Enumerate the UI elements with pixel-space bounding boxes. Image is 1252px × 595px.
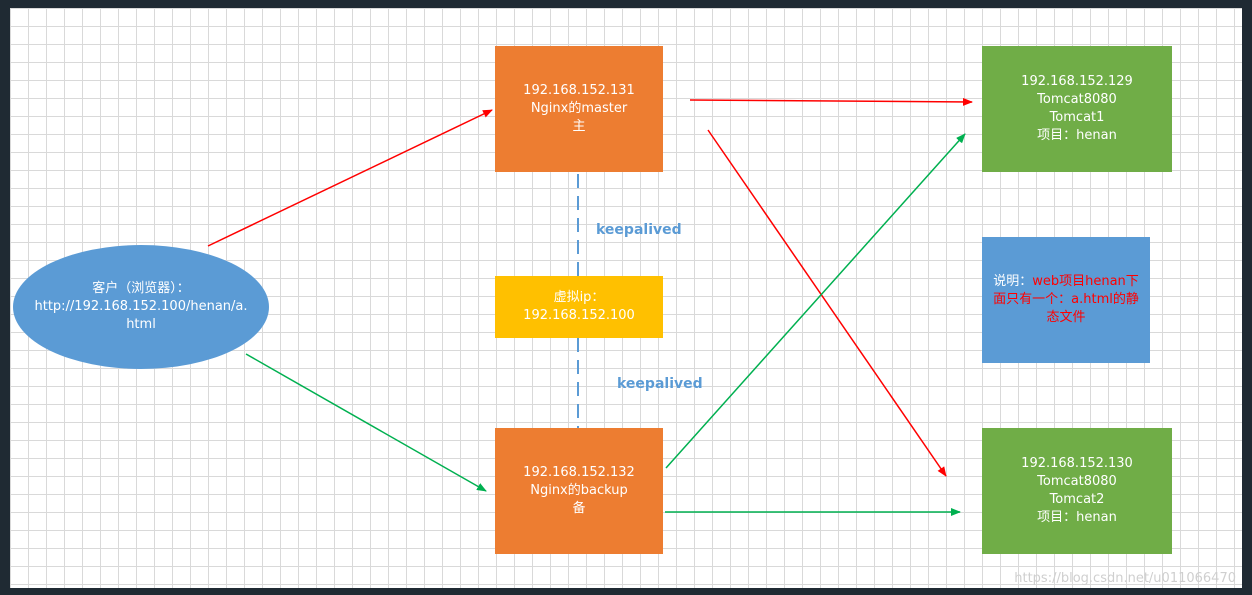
- note-highlight: web项目henan下面只有一个：a.html的静态文件: [993, 274, 1139, 325]
- master-role: Nginx的master: [530, 101, 628, 116]
- client-browser-node: 客户（浏览器）： http://192.168.152.100/henan/a.…: [13, 245, 269, 369]
- tomcat2-ip: 192.168.152.130: [1021, 456, 1133, 471]
- keepalived-label-top: keepalived: [596, 222, 682, 238]
- backup-tag: 备: [572, 501, 586, 516]
- master-ip: 192.168.152.131: [523, 83, 635, 98]
- client-url-cont: html: [126, 317, 156, 332]
- arrow-master-to-tomcat2: [707, 129, 947, 477]
- note-text: 说明：web项目henan下面只有一个：a.html的静态文件: [992, 273, 1140, 327]
- client-url: http://192.168.152.100/henan/a.: [34, 299, 248, 314]
- master-tag: 主: [572, 119, 586, 134]
- tomcat2-project: 项目：henan: [1037, 510, 1117, 525]
- vip-address: 192.168.152.100: [523, 308, 635, 323]
- arrows-layer: [207, 97, 973, 516]
- tomcat2-node: 192.168.152.130 Tomcat8080 Tomcat2 项目：he…: [982, 428, 1172, 554]
- arrow-client-to-backup: [245, 353, 487, 492]
- note-box: 说明：web项目henan下面只有一个：a.html的静态文件: [982, 237, 1150, 363]
- virtual-ip-node: 虚拟ip： 192.168.152.100: [495, 276, 663, 338]
- tomcat2-name: Tomcat2: [1049, 492, 1105, 507]
- tomcat1-project: 项目：henan: [1037, 128, 1117, 143]
- backup-ip: 192.168.152.132: [523, 465, 635, 480]
- diagram-canvas: 客户（浏览器）： http://192.168.152.100/henan/a.…: [10, 8, 1242, 588]
- arrow-master-to-tomcat1: [689, 97, 973, 106]
- note-prefix: 说明：: [993, 274, 1033, 289]
- arrow-backup-to-tomcat1: [665, 133, 966, 469]
- tomcat1-name: Tomcat1: [1049, 110, 1105, 125]
- watermark: https://blog.csdn.net/u011066470: [1014, 571, 1236, 586]
- nginx-master-node: 192.168.152.131 Nginx的master 主: [495, 46, 663, 172]
- backup-role: Nginx的backup: [530, 483, 628, 498]
- nginx-backup-node: 192.168.152.132 Nginx的backup 备: [495, 428, 663, 554]
- vip-label: 虚拟ip：: [553, 290, 605, 305]
- tomcat1-ip: 192.168.152.129: [1021, 74, 1133, 89]
- client-title: 客户（浏览器）：: [92, 281, 190, 296]
- keepalived-label-bottom: keepalived: [617, 376, 703, 392]
- tomcat1-port: Tomcat8080: [1037, 92, 1117, 107]
- arrow-client-to-master: [207, 109, 493, 247]
- tomcat2-port: Tomcat8080: [1037, 474, 1117, 489]
- tomcat1-node: 192.168.152.129 Tomcat8080 Tomcat1 项目：he…: [982, 46, 1172, 172]
